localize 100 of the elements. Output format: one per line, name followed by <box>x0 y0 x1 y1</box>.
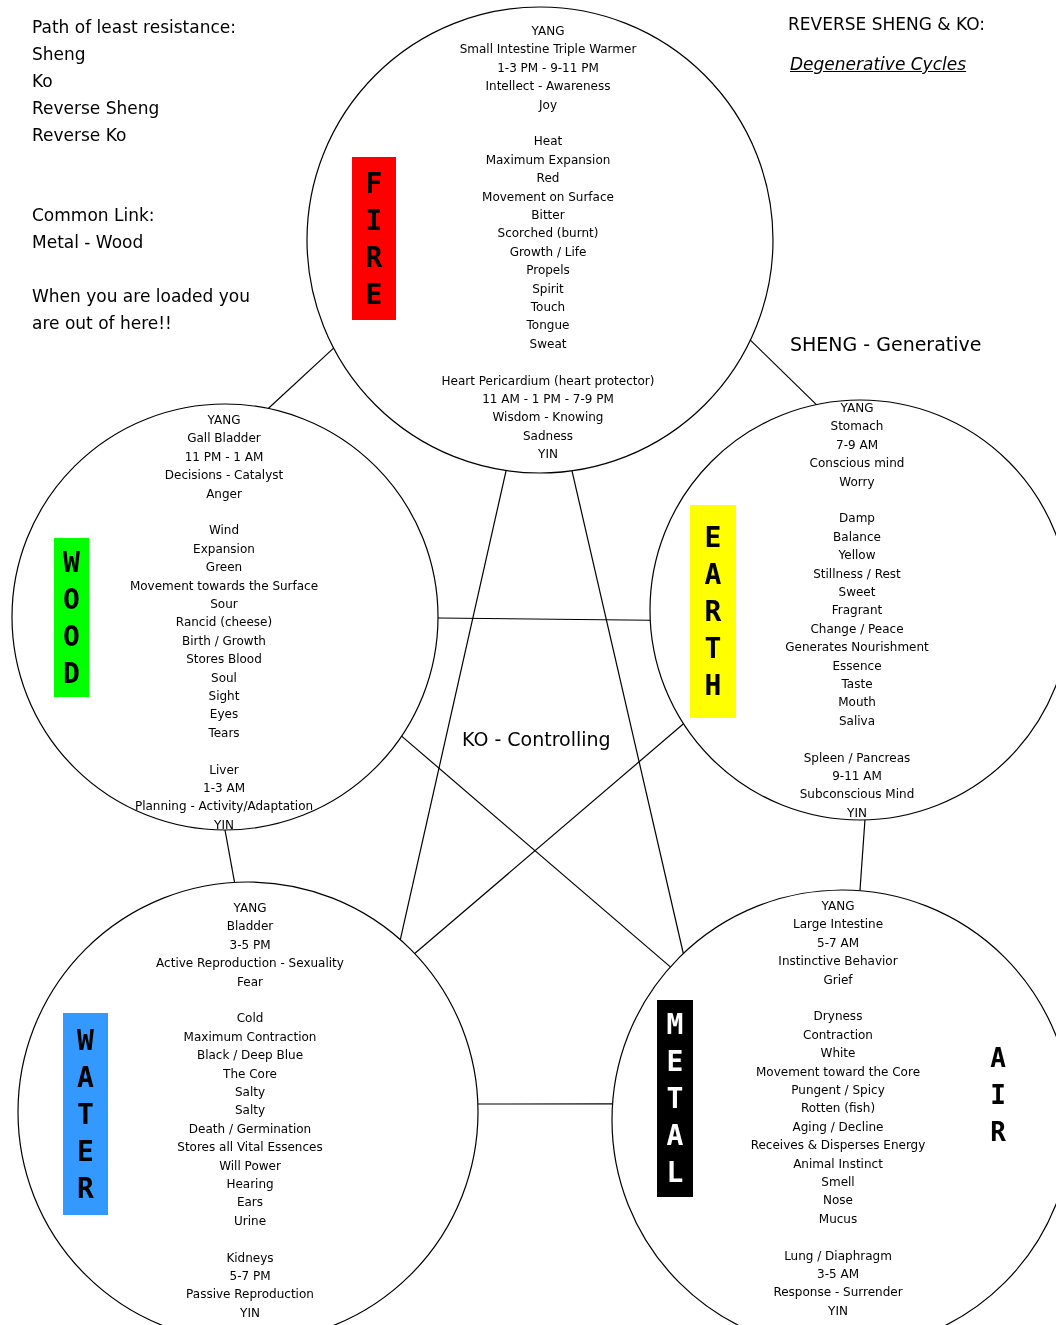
attribute-text: Damp <box>839 510 875 528</box>
attribute-text: YANG <box>821 898 855 915</box>
attribute-text: Dryness <box>813 1008 863 1026</box>
attribute-text: YANG <box>840 400 874 417</box>
attribute-text: Grief <box>823 971 853 989</box>
attribute-text: Spleen / Pancreas <box>803 749 911 767</box>
attribute-text: Cold <box>236 1010 264 1028</box>
attribute-text: Stomach <box>830 418 884 436</box>
attribute-text: Propels <box>526 262 570 280</box>
note-text: Metal - Wood <box>32 231 144 254</box>
attribute-text: Fragrant <box>831 602 883 620</box>
attribute-text: YIN <box>214 816 234 834</box>
note-text: Common Link: <box>32 204 155 227</box>
attribute-text: Salty <box>234 1102 266 1120</box>
attribute-text: Movement towards the Surface <box>129 577 319 595</box>
attribute-text: Hearing <box>226 1176 274 1193</box>
side-label: AIR <box>989 1042 1007 1149</box>
connector-line <box>477 1103 614 1105</box>
attribute-text: 5-7 AM <box>817 934 859 952</box>
attribute-text: Heat <box>533 133 563 151</box>
attribute-text: YIN <box>240 1304 260 1322</box>
attribute-text: Liver <box>209 761 239 779</box>
note-text: When you are loaded you are out of here!! <box>32 285 251 335</box>
attribute-text: 1-3 AM <box>203 780 245 797</box>
attribute-text: YIN <box>847 804 867 822</box>
attribute-text: 5-7 PM <box>229 1268 271 1285</box>
connector-line <box>399 469 507 941</box>
attribute-text: Heart Pericardium (heart protector) <box>441 372 655 390</box>
attribute-text: 9-11 AM <box>832 768 882 785</box>
attribute-text: Stores Blood <box>186 651 262 669</box>
attribute-text: Wind <box>208 522 240 540</box>
attribute-text: Salty <box>234 1084 266 1101</box>
attribute-text: Planning - Activity/Adaptation <box>134 798 314 816</box>
attribute-text: Soul <box>211 669 237 687</box>
attribute-text: Expansion <box>193 540 255 558</box>
attribute-text: Decisions - Catalyst <box>164 467 284 485</box>
attribute-text: Bitter <box>531 207 565 224</box>
attribute-text: Sight <box>208 688 240 705</box>
connector-line <box>749 339 817 406</box>
attribute-text: Active Reproduction - Sexuality <box>156 955 344 973</box>
attribute-text: Taste <box>841 676 873 693</box>
attribute-text: Intellect - Awareness <box>485 78 611 96</box>
note-text: Reverse Sheng <box>32 97 160 120</box>
attribute-text: YIN <box>828 1302 848 1320</box>
attribute-text: 3-5 AM <box>817 1266 859 1283</box>
attribute-text: Change / Peace <box>810 620 904 638</box>
attribute-text: Pungent / Spicy <box>791 1082 885 1099</box>
attribute-text: Will Power <box>219 1157 281 1175</box>
attribute-text: Lung / Diaphragm <box>784 1247 892 1265</box>
connector-line <box>267 347 335 410</box>
attribute-text: Stillness / Rest <box>813 565 901 583</box>
attribute-text: Green <box>205 559 243 577</box>
attribute-text: Passive Reproduction <box>186 1286 314 1304</box>
note-text: Reverse Ko <box>32 124 127 147</box>
attribute-text: 1-3 PM - 9-11 PM <box>497 59 599 77</box>
attribute-text: Receives & Disperses Energy <box>750 1137 926 1155</box>
attribute-text: Sour <box>210 596 238 613</box>
attribute-text: Gall Bladder <box>187 430 261 448</box>
attribute-text: Spirit <box>532 280 564 298</box>
cycle-label: Degenerative Cycles <box>790 53 967 76</box>
connector-line <box>401 735 671 968</box>
attribute-text: YANG <box>233 900 267 917</box>
attribute-text: 11 AM - 1 PM - 7-9 PM <box>482 391 614 408</box>
attribute-text: Generates Nourishment <box>785 639 929 657</box>
attribute-text: Animal Instinct <box>793 1155 883 1173</box>
attribute-text: Touch <box>530 299 566 316</box>
attribute-text: 7-9 AM <box>836 436 878 454</box>
attribute-text: YANG <box>207 412 241 429</box>
attribute-text: Bladder <box>226 918 274 936</box>
attribute-text: Tears <box>208 724 240 742</box>
attribute-text: Death / Germination <box>188 1120 312 1138</box>
attribute-text: Black / Deep Blue <box>196 1047 304 1065</box>
attribute-text: Nose <box>823 1192 853 1210</box>
note-text: Sheng <box>32 43 86 66</box>
attribute-text: Scorched (burnt) <box>497 225 599 243</box>
connector-line <box>437 617 651 621</box>
cycle-label: SHENG - Generative <box>790 332 982 357</box>
connector-line <box>224 829 236 883</box>
attribute-text: Maximum Expansion <box>485 151 611 169</box>
attribute-text: Saliva <box>838 712 876 730</box>
attribute-text: Rotten (fish) <box>800 1100 876 1118</box>
attribute-text: Kidneys <box>226 1249 274 1267</box>
note-text: REVERSE SHENG & KO: <box>788 13 985 36</box>
attribute-text: Movement toward the Core <box>756 1063 920 1081</box>
attribute-text: YIN <box>538 446 558 464</box>
attribute-text: Essence <box>832 657 882 675</box>
connector-line <box>571 470 684 955</box>
attribute-text: Balance <box>833 528 881 546</box>
attribute-text: Fear <box>237 973 263 991</box>
connector-line <box>414 723 685 955</box>
element-label-box: FIRE <box>352 157 396 320</box>
attribute-text: Sweet <box>838 584 876 601</box>
attribute-text: The Core <box>223 1065 277 1083</box>
attribute-text: Urine <box>234 1212 266 1230</box>
attribute-text: Sadness <box>522 427 574 445</box>
attribute-text: Anger <box>206 485 242 503</box>
attribute-text: Red <box>536 170 560 188</box>
attribute-text: Smell <box>821 1174 855 1191</box>
attribute-text: Sweat <box>529 335 567 353</box>
attribute-text: White <box>820 1045 856 1063</box>
